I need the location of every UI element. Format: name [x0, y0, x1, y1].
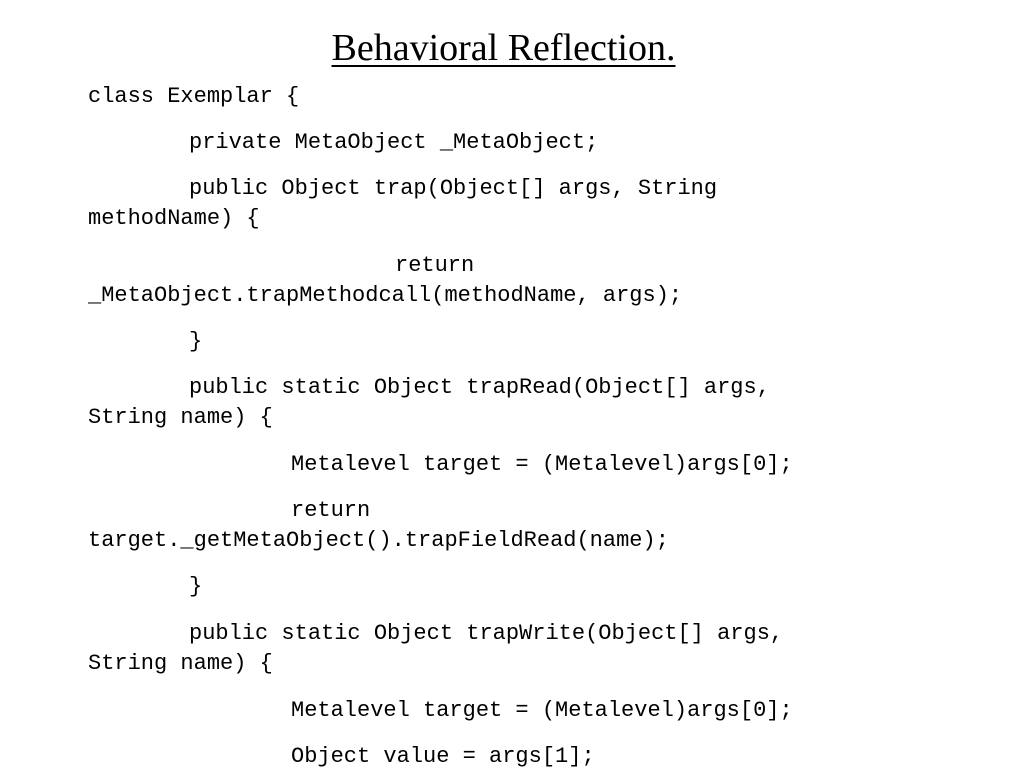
code-line: Object value = args[1]; [291, 744, 595, 768]
code-line: Metalevel target = (Metalevel)args[0]; [291, 698, 793, 723]
code-line: methodName) { [88, 206, 260, 231]
code-line: class Exemplar { [88, 84, 300, 109]
code-line: return [291, 498, 371, 523]
code-line: String name) { [88, 651, 273, 676]
code-line: public static Object trapRead(Object[] a… [189, 375, 770, 400]
code-line: private MetaObject _MetaObject; [189, 130, 599, 155]
code-line: public Object trap(Object[] args, String [189, 176, 718, 201]
code-line: Metalevel target = (Metalevel)args[0]; [291, 452, 793, 477]
slide-title: Behavioral Reflection. [331, 27, 676, 69]
code-line: String name) { [88, 405, 273, 430]
code-line: return [395, 253, 475, 278]
code-line: public static Object trapWrite(Object[] … [189, 621, 784, 646]
code-line: target._getMetaObject().trapFieldRead(na… [88, 528, 669, 553]
code-line: _MetaObject.trapMethodcall(methodName, a… [88, 283, 683, 308]
code-line: } [189, 329, 203, 354]
code-line: } [189, 574, 203, 599]
